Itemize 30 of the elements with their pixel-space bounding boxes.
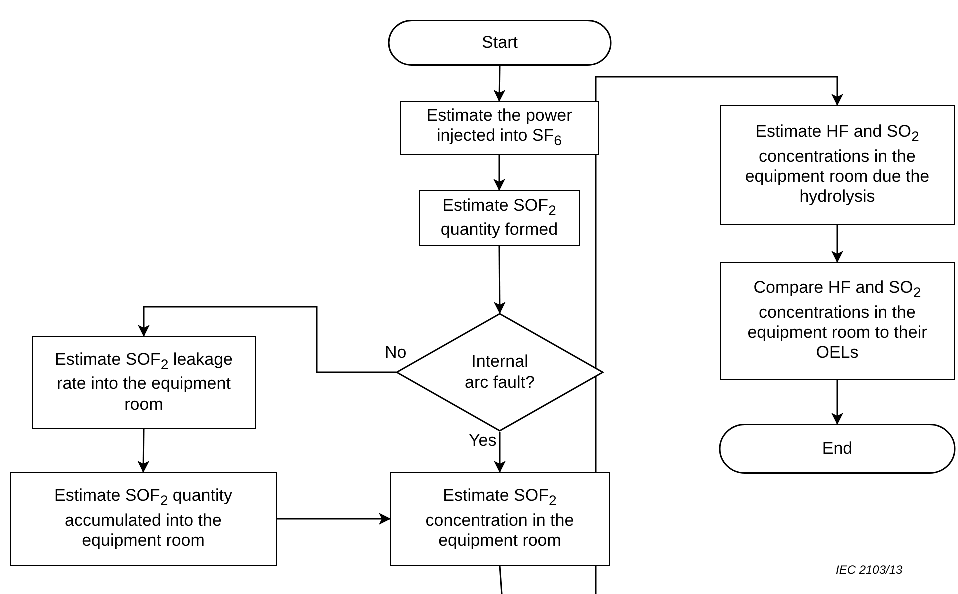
arrow <box>277 513 391 525</box>
figure-reference: IEC 2103/13 <box>836 563 903 577</box>
node-text: Estimate HF and SO$_{2}$ concentrations in the equipment room due the hydrolysis <box>744 122 931 208</box>
node-text: Internal arc fault? <box>464 352 536 393</box>
process-box <box>390 472 610 566</box>
process-box <box>400 101 599 155</box>
arrow <box>138 306 396 374</box>
process-box <box>720 105 955 225</box>
node-text: Estimate SOF$_{2}$ quantity accumulated into the equipment room <box>54 486 234 552</box>
node-text: Start <box>482 32 518 54</box>
arrow <box>832 225 844 263</box>
process-box <box>419 190 580 246</box>
node-text: End <box>822 438 853 460</box>
process-box <box>720 262 955 380</box>
node-text: Estimate the power injected into SF$_{6}$ <box>426 106 574 150</box>
terminal-shape <box>720 424 955 474</box>
node-text: Compare HF and SO$_{2}$ concentrations in the equipment room to their OELs <box>746 278 928 364</box>
arrow <box>494 432 506 473</box>
node-text: Estimate SOF$_{2}$ concentration in the equipment room <box>424 486 576 552</box>
arrow <box>494 66 506 102</box>
node-text: Estimate SOF$_{2}$ quantity formed <box>440 196 560 240</box>
process-box <box>32 336 256 429</box>
arrow <box>138 429 150 473</box>
arrow <box>494 155 506 191</box>
process-box <box>10 472 277 566</box>
terminal-shape <box>389 20 611 66</box>
arrow <box>832 380 844 425</box>
arrow <box>494 246 506 314</box>
connector-line <box>499 566 503 594</box>
node-text: Estimate SOF$_{2}$ leakage rate into the equipment room <box>54 350 234 416</box>
